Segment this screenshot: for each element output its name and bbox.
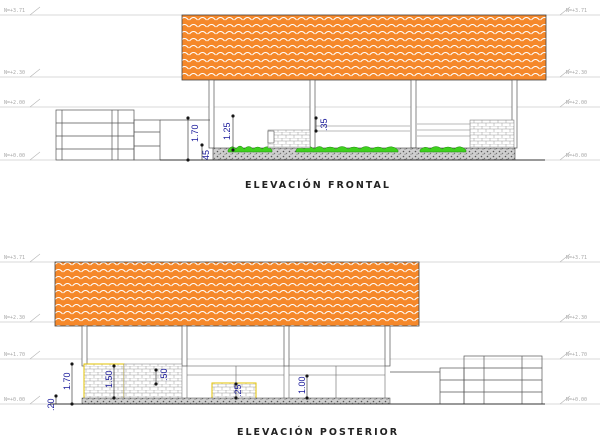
- posterior-level-labels: N=+3.71 N=+3.71 N=+2.30 N=+2.30 N=+1.70 …: [4, 255, 587, 403]
- posterior-level-label-right: N=+1.70: [566, 352, 587, 358]
- frontal-elevation: N=+3.71 N=+3.71 N=+2.30 N=+2.30 N=+2.00 …: [0, 6, 600, 191]
- posterior-roof: [54, 261, 420, 327]
- frontal-level-label-left: N=+2.30: [4, 70, 25, 76]
- frontal-plants: [227, 145, 467, 153]
- frontal-dim-4: 45: [201, 150, 211, 160]
- frontal-dimensions: [186, 114, 318, 162]
- posterior-dim-3: .50: [159, 368, 169, 381]
- posterior-columns: [81, 325, 391, 367]
- frontal-post: [267, 130, 275, 144]
- frontal-level-label-right: N=+2.00: [566, 100, 587, 106]
- posterior-dim-5: 1.00: [297, 376, 307, 394]
- posterior-level-label-left: N=+2.30: [4, 315, 25, 321]
- frontal-level-label-left: N=+3.71: [4, 8, 25, 14]
- frontal-level-labels: N=+3.71 N=+3.71 N=+2.30 N=+2.30 N=+2.00 …: [4, 8, 587, 159]
- posterior-dim-4: .25: [233, 384, 243, 397]
- frontal-level-label-left: N=+0.00: [4, 153, 25, 159]
- posterior-elevation: N=+3.71 N=+3.71 N=+2.30 N=+2.30 N=+1.70 …: [0, 253, 600, 438]
- frontal-dim-3: .35: [319, 118, 329, 131]
- frontal-railing: [316, 123, 470, 137]
- frontal-roof: [181, 14, 547, 81]
- frontal-level-label-right: N=+3.71: [566, 8, 587, 14]
- frontal-side-gate: [55, 109, 210, 161]
- posterior-brick-panel: [83, 363, 125, 405]
- posterior-dim-1: 1.70: [62, 372, 72, 390]
- posterior-level-label-right: N=+3.71: [566, 255, 587, 261]
- posterior-level-label-left: N=+0.00: [4, 397, 25, 403]
- posterior-title: ELEVACIÓN POSTERIOR: [237, 426, 399, 438]
- frontal-level-label-left: N=+2.00: [4, 100, 25, 106]
- frontal-level-label-right: N=+0.00: [566, 153, 587, 159]
- posterior-dim-6: .20: [46, 398, 56, 411]
- posterior-level-label-right: N=+0.00: [566, 397, 587, 403]
- frontal-title: ELEVACIÓN FRONTAL: [245, 179, 391, 191]
- frontal-level-label-right: N=+2.30: [566, 70, 587, 76]
- frontal-dim-1: 1.70: [190, 124, 200, 142]
- posterior-dimensions: [54, 362, 309, 406]
- posterior-level-label-left: N=+1.70: [4, 352, 25, 358]
- posterior-brick-panel-2: [123, 363, 183, 405]
- posterior-level-label-left: N=+3.71: [4, 255, 25, 261]
- frontal-dim-2: 1.25: [222, 122, 232, 140]
- posterior-dim-2: 1.50: [104, 370, 114, 388]
- posterior-level-label-right: N=+2.30: [566, 315, 587, 321]
- frontal-brick-wall-right: [469, 119, 515, 149]
- posterior-side-gate: [390, 355, 543, 405]
